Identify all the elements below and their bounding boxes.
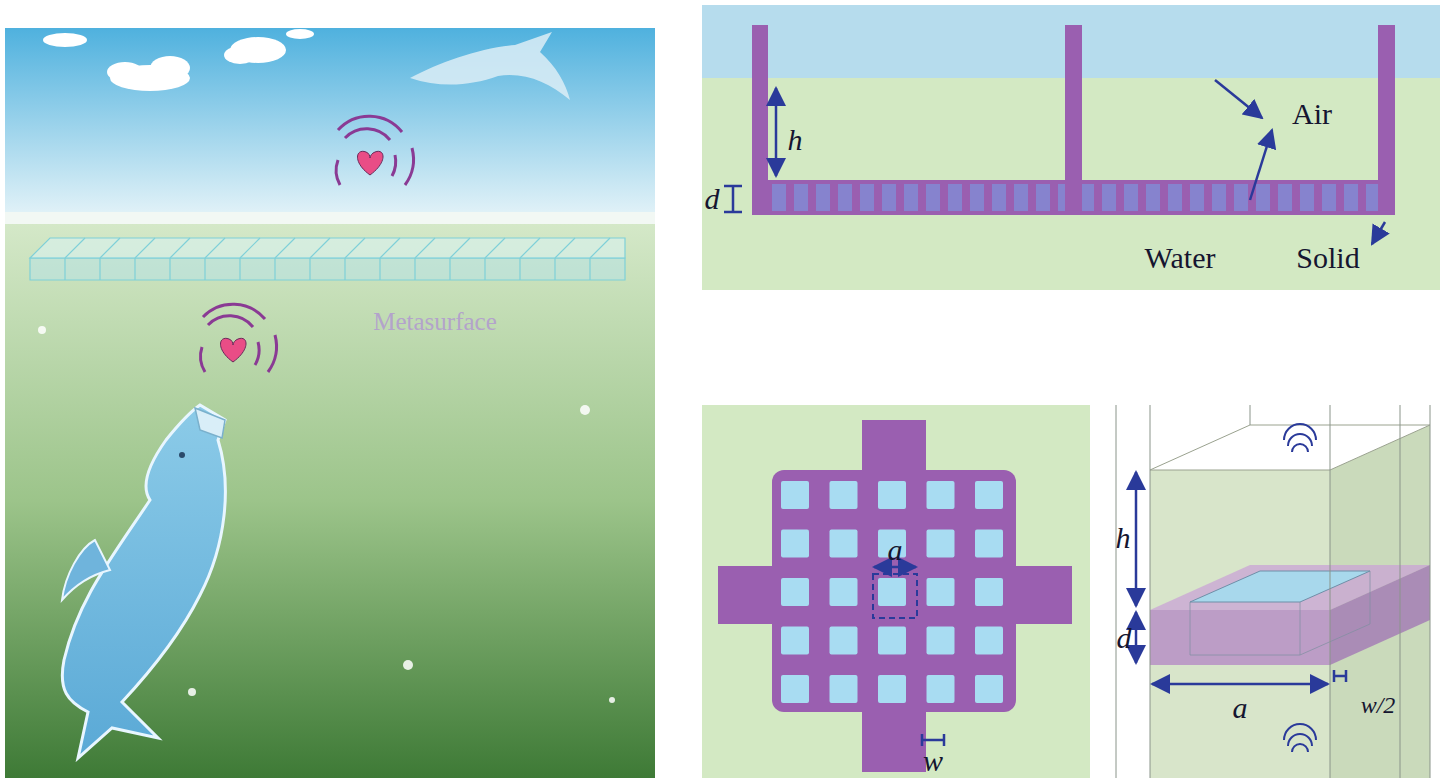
horizon [5, 212, 655, 226]
hole [830, 578, 858, 606]
hole [781, 530, 809, 558]
hole [830, 627, 858, 655]
hole [975, 530, 1003, 558]
dimension-label: d [1117, 623, 1132, 653]
dimension-label: h [1116, 523, 1131, 553]
dimension-label: a [888, 535, 903, 565]
solid-post [752, 25, 1395, 215]
hole [975, 481, 1003, 509]
sky [5, 28, 655, 218]
bird [410, 32, 570, 100]
material-label: Water [1145, 243, 1216, 273]
material-label: Air [1292, 99, 1332, 129]
hole [781, 627, 809, 655]
clouds [43, 29, 314, 91]
material-label: Solid [1296, 243, 1359, 273]
hole [878, 675, 906, 703]
hole [830, 530, 858, 558]
hole [975, 627, 1003, 655]
hole [927, 627, 955, 655]
hole [975, 578, 1003, 606]
sea [5, 224, 655, 778]
hole [927, 578, 955, 606]
hole [781, 675, 809, 703]
hole [878, 481, 906, 509]
dimension-label: h [788, 125, 803, 155]
cross-plate [718, 420, 1072, 772]
leader-lines [724, 80, 1385, 244]
hole [927, 675, 955, 703]
hole [975, 675, 1003, 703]
caption-label: Metasurface [373, 309, 497, 334]
metasurface [30, 238, 625, 280]
unit-cell-outline [873, 574, 917, 618]
dimension-label: a [1233, 693, 1248, 723]
dimension-label: w/2 [1361, 693, 1396, 717]
hole [878, 627, 906, 655]
hole [830, 481, 858, 509]
dimension-label: d [705, 184, 720, 214]
hole [781, 578, 809, 606]
hole-array [781, 481, 1003, 703]
dimension-label: w [923, 746, 943, 776]
hole [878, 578, 906, 606]
dolphin [62, 405, 225, 758]
heart-signal [336, 116, 413, 185]
hole [927, 530, 955, 558]
dimension-marks [1136, 472, 1346, 684]
heart-signal [201, 304, 277, 372]
hole [927, 481, 955, 509]
top-view-ground [702, 405, 1090, 778]
dimension-marks [874, 567, 944, 746]
hole [781, 481, 809, 509]
unit-cell-3d [1116, 405, 1430, 778]
hole [830, 675, 858, 703]
water-ground [702, 5, 1440, 290]
